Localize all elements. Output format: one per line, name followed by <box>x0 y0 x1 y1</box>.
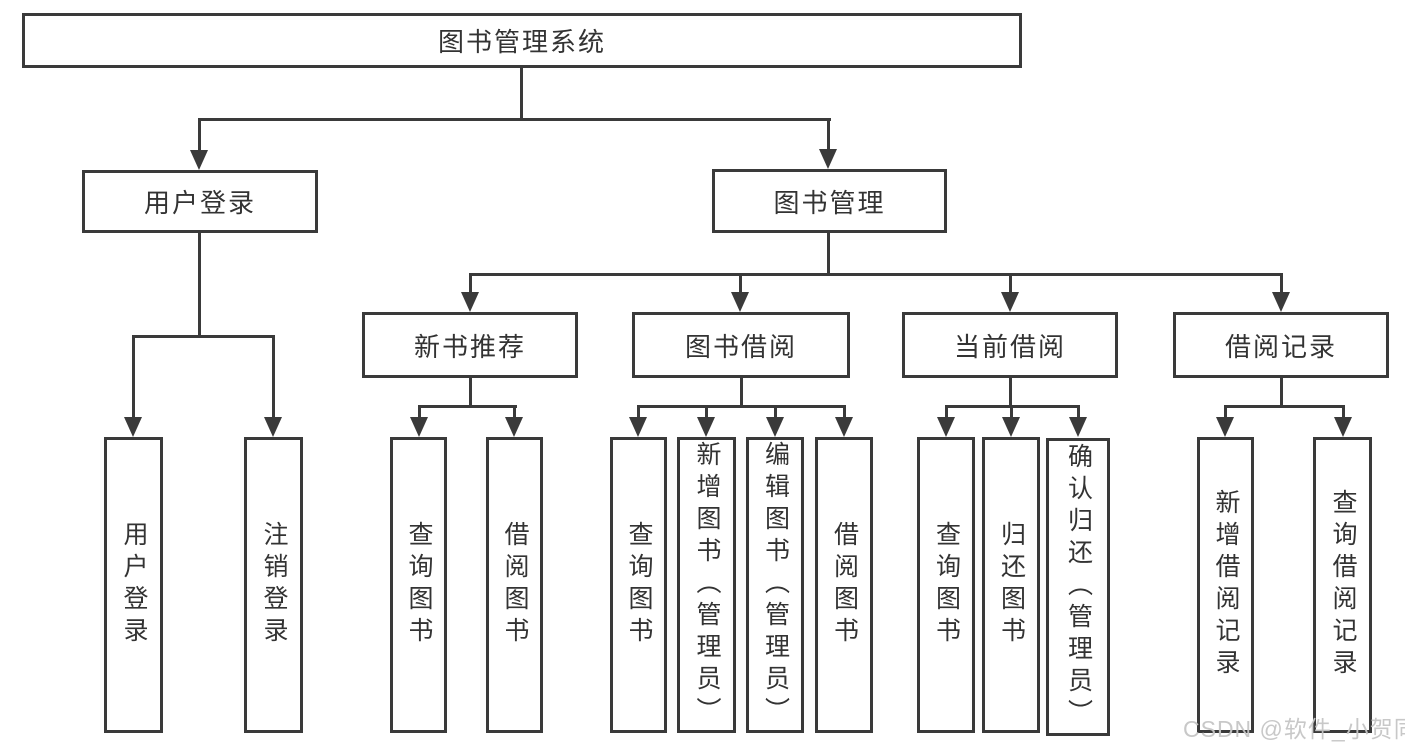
connector-bookmgmt-stem <box>827 233 830 273</box>
connector-drop <box>198 118 201 151</box>
node-current-borrowing-label: 当前借阅 <box>953 331 1066 362</box>
arrow-down-icon <box>124 417 142 437</box>
node-book-borrowing: 图书借阅 <box>632 312 850 378</box>
arrow-down-icon <box>766 417 784 437</box>
leaf-current-query: 查询图书 <box>917 437 975 733</box>
connector-drop <box>469 273 472 293</box>
leaf-user-login: 用户登录 <box>104 437 163 733</box>
connector-drop <box>1010 405 1013 419</box>
connector-bar <box>637 405 846 408</box>
connector-drop <box>945 405 948 419</box>
node-user-login-label: 用户登录 <box>143 188 256 218</box>
arrow-down-icon <box>1272 292 1290 312</box>
arrow-down-icon <box>505 417 523 437</box>
leaf-borrowing-add-admin: 新增图书（管理员） <box>677 437 736 733</box>
arrow-down-icon <box>835 417 853 437</box>
node-borrowing-records-label: 借阅记录 <box>1224 331 1337 362</box>
arrow-down-icon <box>1334 417 1352 437</box>
node-book-management: 图书管理 <box>712 169 947 233</box>
connector-stem <box>1009 378 1012 408</box>
connector-drop <box>1280 273 1283 293</box>
connector-stem <box>1280 378 1283 408</box>
connector-root-stem <box>520 68 523 118</box>
connector-drop <box>705 405 708 419</box>
leaf-records-add: 新增借阅记录 <box>1197 437 1254 733</box>
node-borrowing-records: 借阅记录 <box>1173 312 1389 378</box>
connector-drop <box>1224 405 1227 419</box>
arrow-down-icon <box>461 292 479 312</box>
leaf-current-confirm-admin: 确认归还（管理员） <box>1046 438 1110 736</box>
leaf-records-query: 查询借阅记录 <box>1313 437 1372 733</box>
node-new-book-recommend: 新书推荐 <box>362 312 578 378</box>
leaf-newbooks-query: 查询图书 <box>390 437 447 733</box>
connector-drop <box>843 405 846 419</box>
leaf-current-return: 归还图书 <box>982 437 1040 733</box>
connector-userlogin-bar <box>132 335 275 338</box>
arrow-down-icon <box>1002 417 1020 437</box>
connector-bar <box>1224 405 1345 408</box>
arrow-down-icon <box>264 417 282 437</box>
arrow-down-icon <box>190 150 208 170</box>
leaf-borrowing-edit-admin: 编辑图书（管理员） <box>746 437 804 733</box>
leaf-borrowing-query: 查询图书 <box>610 437 667 733</box>
arrow-down-icon <box>1069 417 1087 437</box>
node-root: 图书管理系统 <box>22 13 1022 68</box>
node-user-login: 用户登录 <box>82 170 318 233</box>
connector-drop <box>513 405 516 419</box>
node-new-book-recommend-label: 新书推荐 <box>413 331 526 362</box>
arrow-down-icon <box>937 417 955 437</box>
connector-bar <box>418 405 517 408</box>
arrow-down-icon <box>410 417 428 437</box>
node-book-management-label: 图书管理 <box>773 187 886 218</box>
connector-bookmgmt-bar <box>469 273 1283 276</box>
arrow-down-icon <box>731 292 749 312</box>
arrow-down-icon <box>629 417 647 437</box>
connector-drop <box>637 405 640 419</box>
connector-drop <box>739 273 742 293</box>
leaf-borrowing-borrow: 借阅图书 <box>815 437 873 733</box>
node-current-borrowing: 当前借阅 <box>902 312 1118 378</box>
connector-drop <box>1009 273 1012 293</box>
connector-drop <box>272 335 275 417</box>
connector-stem <box>740 378 743 408</box>
leaf-newbooks-borrow: 借阅图书 <box>486 437 543 733</box>
arrow-down-icon <box>697 417 715 437</box>
connector-drop <box>132 335 135 417</box>
arrow-down-icon <box>819 149 837 169</box>
csdn-watermark: CSDN @软件_小贺同学 <box>1183 716 1405 742</box>
connector-stem <box>469 378 472 408</box>
arrow-down-icon <box>1216 417 1234 437</box>
leaf-logout: 注销登录 <box>244 437 303 733</box>
node-book-borrowing-label: 图书借阅 <box>684 331 797 362</box>
connector-drop <box>418 405 421 419</box>
connector-drop <box>827 118 830 150</box>
connector-drop <box>774 405 777 419</box>
arrow-down-icon <box>1001 292 1019 312</box>
connector-drop <box>1077 405 1080 419</box>
node-root-label: 图书管理系统 <box>437 27 606 57</box>
connector-userlogin-stem <box>198 233 201 335</box>
connector-drop <box>1342 405 1345 419</box>
connector-root-bar <box>198 118 831 121</box>
